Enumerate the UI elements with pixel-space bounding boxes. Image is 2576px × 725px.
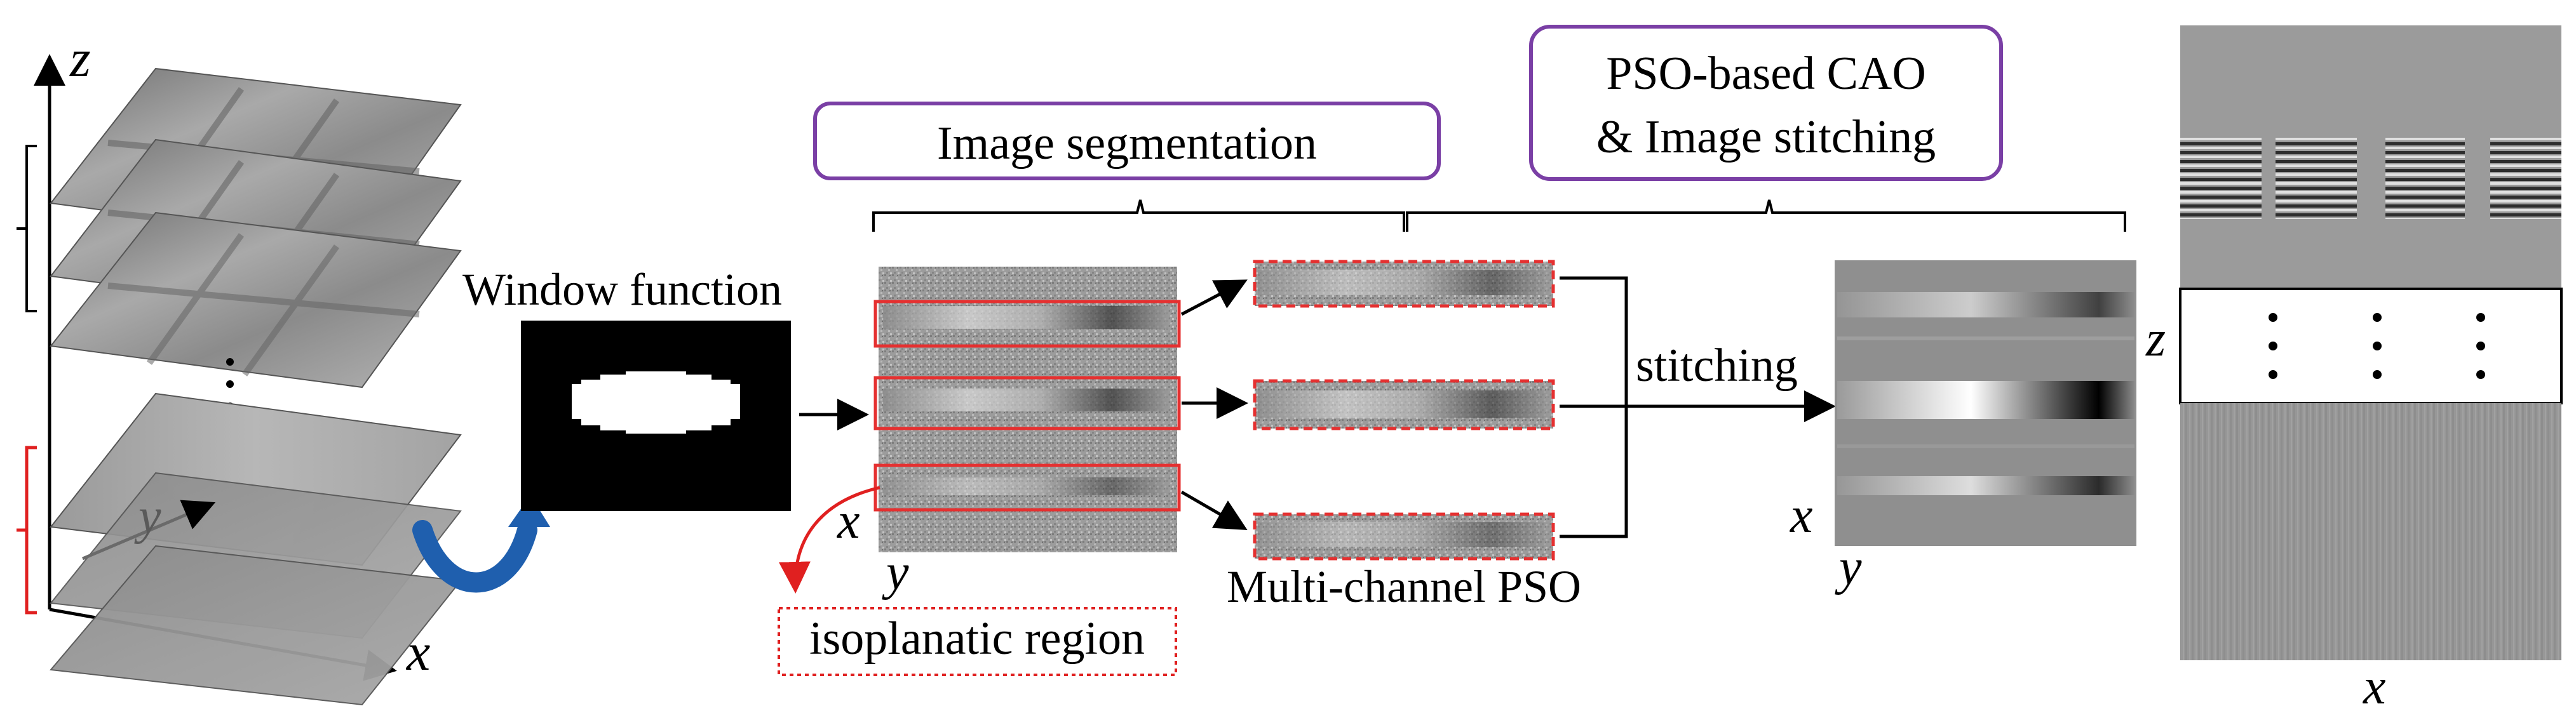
region-box-1 (873, 300, 1181, 348)
window-function-label: Window function (462, 264, 782, 315)
multichannel-pso-label: Multi-channel PSO (1227, 561, 1581, 612)
window-shape (572, 371, 740, 434)
right-panel-z-label: z (2145, 311, 2166, 367)
pso-group: PSO-based CAO & Image stitching Multi-ch… (1227, 25, 2136, 612)
stitched-y-label: y (1835, 540, 1862, 595)
segmentation-features (883, 306, 1169, 495)
y-axis-label: y (134, 489, 161, 545)
stitching-label: stitching (1636, 340, 1798, 392)
channel-strip-1 (1253, 260, 1555, 308)
top-group-bracket (17, 145, 37, 312)
right-panel-gaps (2262, 133, 2490, 222)
bottom-group-bracket (17, 446, 37, 615)
pso-title-line2: & Image stitching (1596, 111, 1936, 163)
channel-strip-2 (1253, 379, 1555, 430)
slab-bottom-3 (50, 545, 462, 706)
segmentation-group: Image segmentation x y isoplanatic regio… (778, 102, 1441, 676)
window-function-group: Window function (462, 264, 869, 511)
y-axis-line (82, 500, 216, 561)
volume-stack: z x (17, 29, 550, 706)
right-panel-middle (2179, 288, 2563, 404)
segmentation-brace (872, 199, 1405, 232)
region-box-2 (873, 376, 1181, 430)
pso-title-box (1529, 25, 2003, 181)
stitched-x-label: x (1790, 488, 1813, 543)
curved-arrow (412, 520, 537, 593)
pso-brace (1406, 199, 2126, 232)
pso-title-line1: PSO-based CAO (1606, 48, 1926, 100)
isoplanatic-region-box (778, 607, 1177, 676)
channel-strip-3 (1253, 512, 1555, 561)
segmentation-title: Image segmentation (937, 117, 1317, 170)
arrow-channel-1 (1180, 279, 1248, 316)
segmentation-title-box (813, 102, 1441, 180)
z-axis-label: z (69, 29, 91, 88)
right-panel-ellipsis (2269, 313, 2485, 379)
slab-3 (50, 211, 462, 389)
right-panel-x-label: x (2363, 659, 2386, 715)
region-pointer (778, 486, 880, 594)
right-panel: z x (2145, 25, 2563, 715)
segmentation-y-label: y (882, 545, 909, 601)
arrow-channel-3 (1180, 490, 1248, 531)
isoplanatic-region-label: isoplanatic region (809, 613, 1145, 665)
